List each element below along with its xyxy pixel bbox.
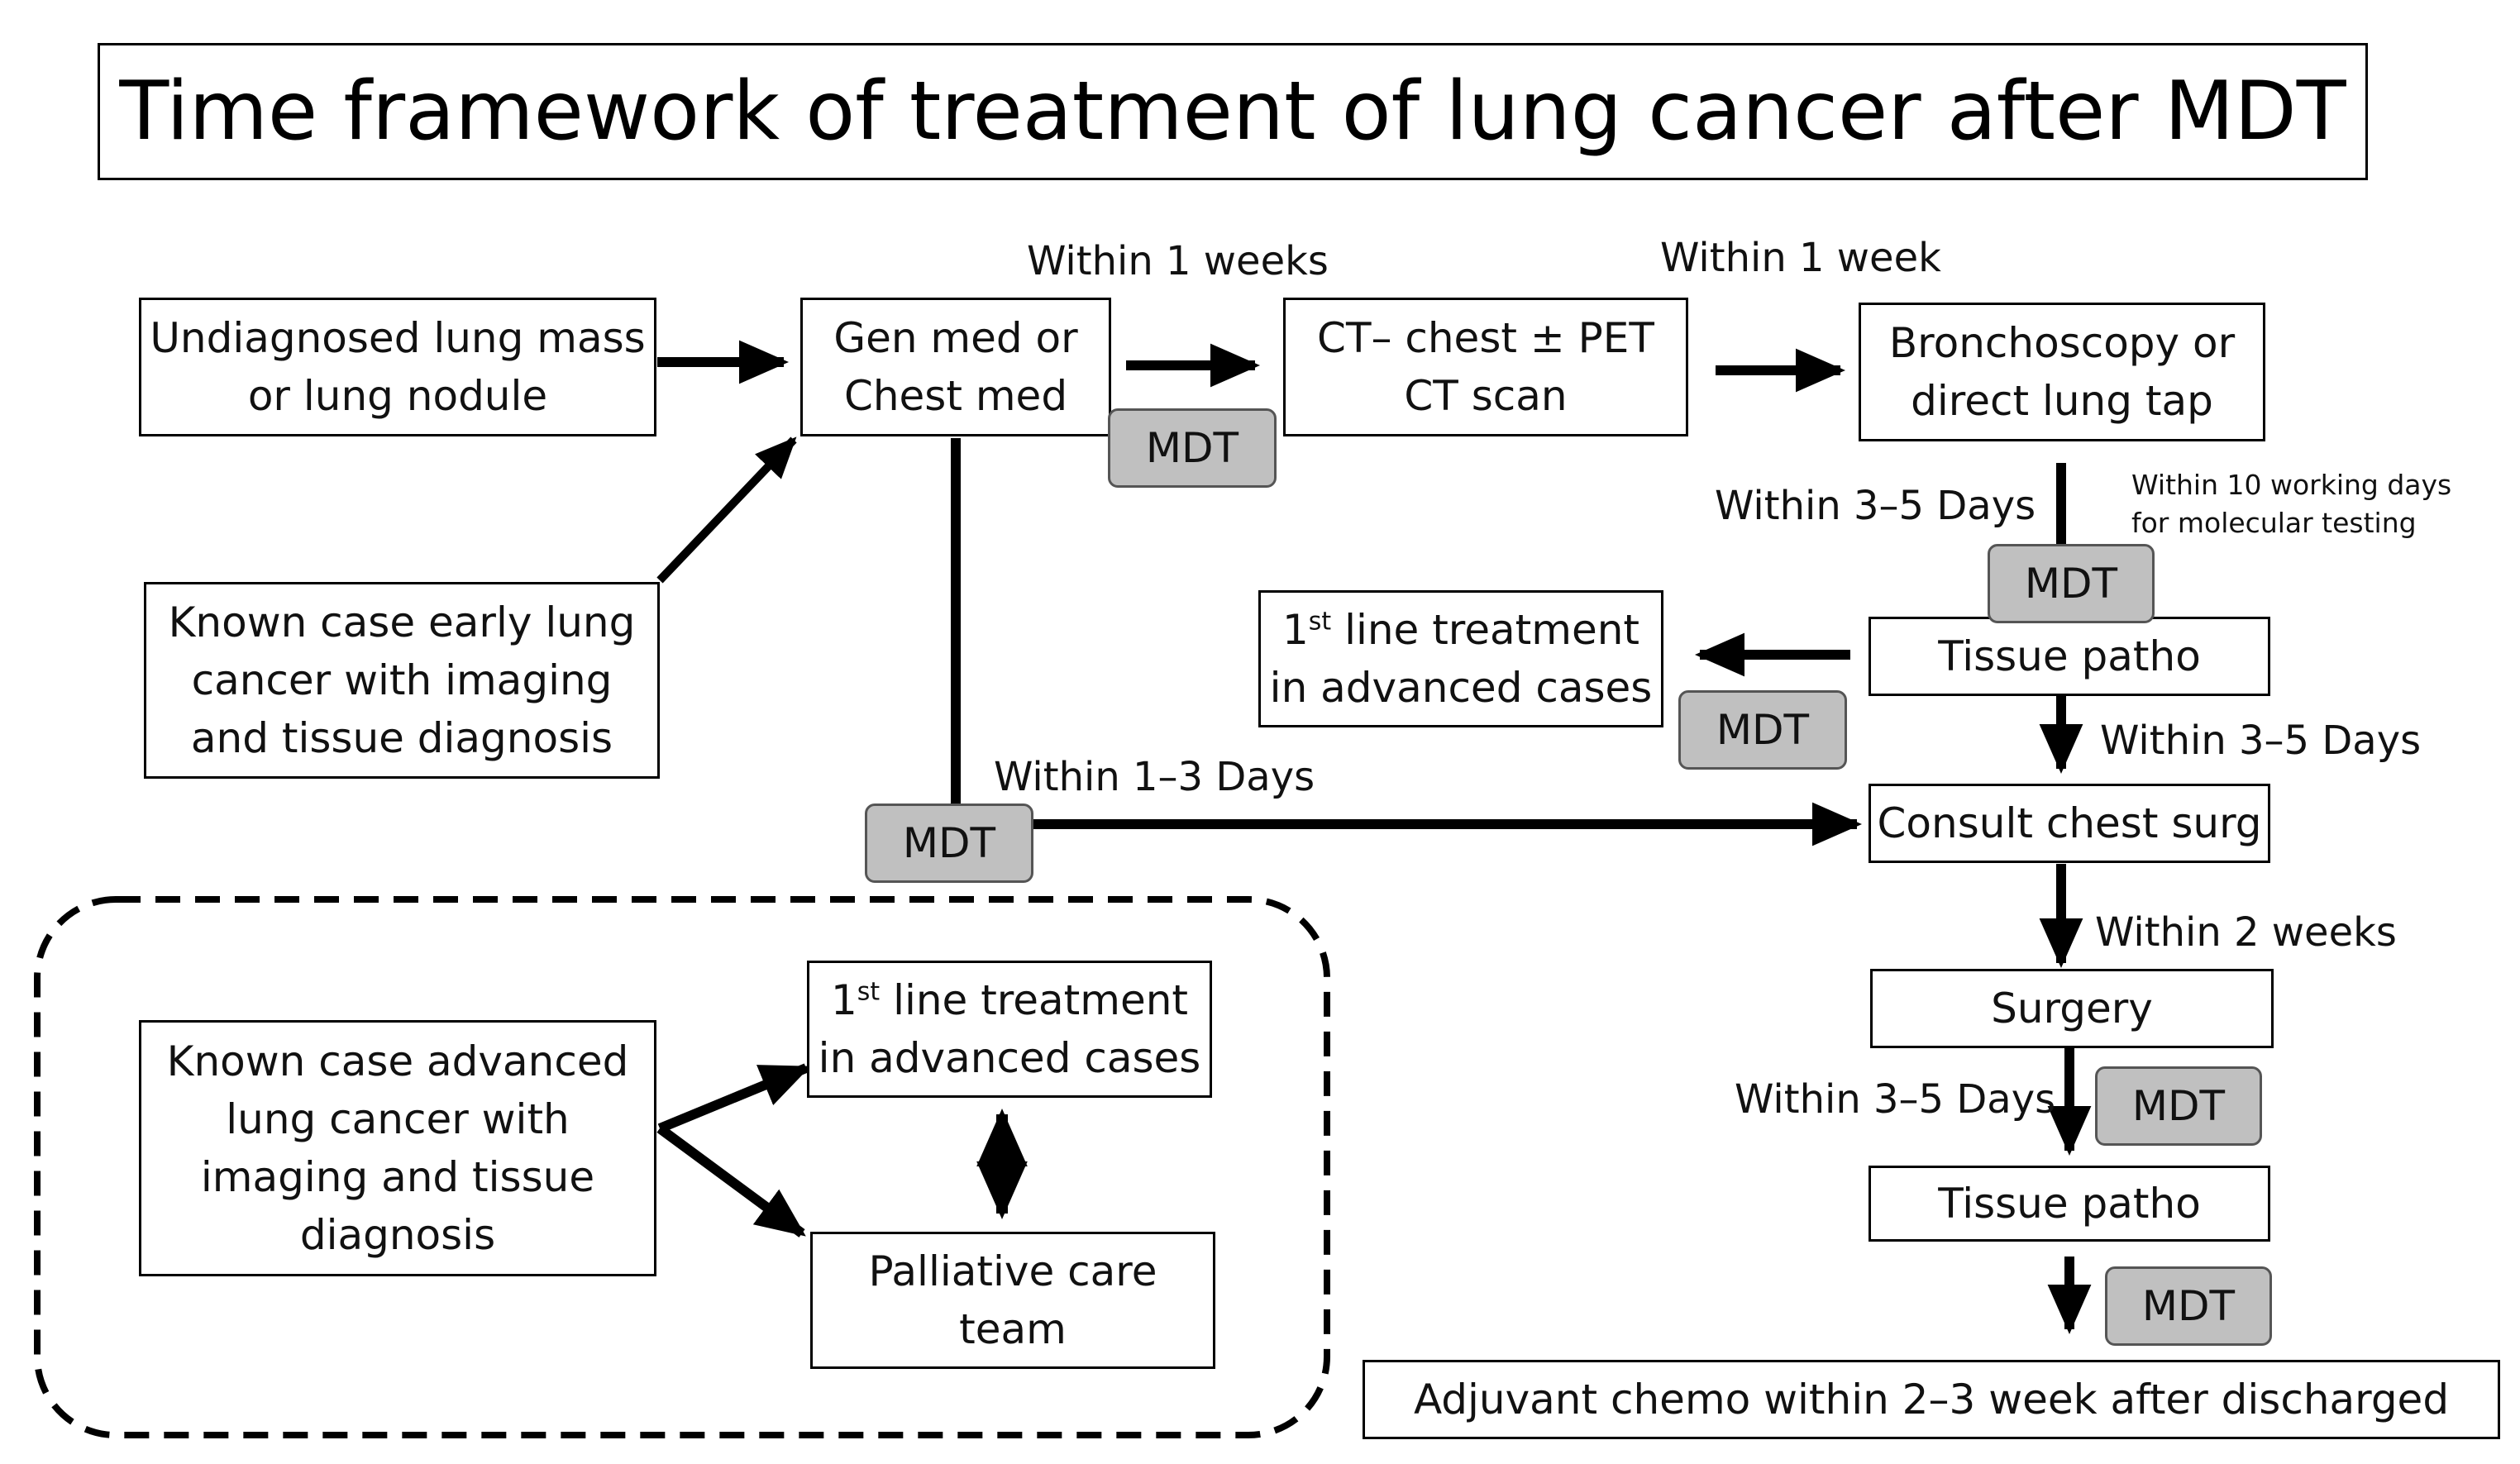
box-gen-med-line1: Gen med or bbox=[833, 314, 1078, 362]
advanced-region-outline bbox=[34, 896, 1330, 1438]
box-consult-chest-surg: Consult chest surg bbox=[1869, 784, 2270, 863]
box-surgery: Surgery bbox=[1870, 969, 2274, 1048]
mdt-badge-tissue-patho: MDT bbox=[2105, 1266, 2272, 1346]
box-first-line-bottom-line1: 1st line treatment bbox=[819, 971, 1201, 1029]
box-gen-med: Gen med or Chest med bbox=[800, 298, 1111, 436]
note-line2: for molecular testing bbox=[2131, 507, 2417, 539]
box-bronchoscopy: Bronchoscopy or direct lung tap bbox=[1859, 303, 2265, 441]
box-adjuvant-label: Adjuvant chemo within 2–3 week after dis… bbox=[1413, 1376, 2450, 1423]
box-known-advanced-line4: diagnosis bbox=[299, 1211, 496, 1259]
box-first-line-bottom-line2: in advanced cases bbox=[818, 1034, 1201, 1082]
box-first-line-bottom: 1st line treatment in advanced cases bbox=[807, 961, 1212, 1098]
box-consult-label: Consult chest surg bbox=[1877, 799, 2262, 847]
box-tissue-patho-2: Tissue patho bbox=[1869, 1166, 2270, 1242]
note-line1: Within 10 working days bbox=[2131, 469, 2452, 501]
box-known-early-line3: and tissue diagnosis bbox=[190, 714, 613, 762]
box-known-advanced-line2: lung cancer with bbox=[226, 1095, 570, 1143]
label-within-2-weeks: Within 2 weeks bbox=[2095, 909, 2397, 956]
ordinal: 1 bbox=[830, 976, 857, 1024]
arrow-known-early-to-genmed bbox=[656, 436, 797, 584]
line-text: line treatment bbox=[893, 976, 1189, 1024]
label-within-1-week: Within 1 week bbox=[1660, 235, 1941, 281]
box-known-early-line2: cancer with imaging bbox=[191, 656, 613, 704]
box-known-advanced-line1: Known case advanced bbox=[166, 1037, 629, 1085]
arrow-advanced-to-palliative bbox=[656, 1124, 806, 1237]
box-bronchoscopy-line1: Bronchoscopy or bbox=[1888, 319, 2236, 367]
box-adjuvant: Adjuvant chemo within 2–3 week after dis… bbox=[1363, 1360, 2500, 1439]
box-known-early-line1: Known case early lung bbox=[168, 598, 636, 646]
box-known-advanced: Known case advanced lung cancer with imagi… bbox=[139, 1020, 656, 1276]
label-within-3-5-days-a: Within 3–5 Days bbox=[1715, 483, 2036, 529]
box-first-line-top-line2: in advanced cases bbox=[1269, 664, 1653, 712]
box-palliative-line2: team bbox=[959, 1305, 1067, 1353]
ordinal-suffix: st bbox=[857, 977, 881, 1007]
box-surgery-label: Surgery bbox=[1991, 985, 2153, 1032]
box-undiagnosed-line2: or lung nodule bbox=[247, 372, 548, 420]
mdt-badge-surgery: MDT bbox=[2095, 1066, 2262, 1146]
box-known-advanced-line3: imaging and tissue bbox=[200, 1153, 595, 1201]
box-first-line-top: 1st line treatment in advanced cases bbox=[1258, 590, 1663, 727]
label-within-10-working-days: Within 10 working days for molecular tes… bbox=[2131, 466, 2451, 542]
label-within-3-5-days-b: Within 3–5 Days bbox=[2100, 718, 2422, 764]
arrow-advanced-to-first-line bbox=[657, 1063, 811, 1133]
box-tissue-patho-1: Tissue patho bbox=[1869, 617, 2270, 696]
label-within-3-5-days-c: Within 3–5 Days bbox=[1735, 1076, 2056, 1123]
box-undiagnosed: Undiagnosed lung mass or lung nodule bbox=[139, 298, 656, 436]
mdt-badge-first-line: MDT bbox=[1678, 690, 1847, 770]
box-ct-chest: CT– chest ± PET CT scan bbox=[1283, 298, 1688, 436]
box-ct-chest-line2: CT scan bbox=[1404, 372, 1568, 420]
box-palliative-line1: Palliative care bbox=[868, 1247, 1157, 1295]
box-tissue-patho-2-label: Tissue patho bbox=[1938, 1180, 2201, 1228]
box-known-early: Known case early lung cancer with imaging… bbox=[144, 582, 660, 779]
ordinal-suffix: st bbox=[1308, 607, 1332, 637]
mdt-badge-left: MDT bbox=[865, 804, 1033, 883]
mdt-badge-bronchoscopy: MDT bbox=[1988, 544, 2155, 623]
box-bronchoscopy-line2: direct lung tap bbox=[1911, 377, 2213, 425]
mdt-badge-genmed: MDT bbox=[1108, 408, 1277, 488]
box-ct-chest-line1: CT– chest ± PET bbox=[1317, 314, 1654, 362]
diagram-title: Time framework of treatment of lung canc… bbox=[98, 43, 2368, 180]
line-text: line treatment bbox=[1344, 606, 1640, 654]
box-tissue-patho-1-label: Tissue patho bbox=[1938, 632, 2201, 680]
ordinal: 1 bbox=[1281, 606, 1309, 654]
box-undiagnosed-line1: Undiagnosed lung mass bbox=[150, 314, 646, 362]
box-palliative: Palliative care team bbox=[810, 1232, 1215, 1369]
label-within-1-weeks: Within 1 weeks bbox=[1027, 238, 1329, 284]
box-gen-med-line2: Chest med bbox=[843, 372, 1068, 420]
box-first-line-top-line1: 1st line treatment bbox=[1270, 601, 1653, 659]
label-within-1-3-days: Within 1–3 Days bbox=[994, 754, 1315, 800]
